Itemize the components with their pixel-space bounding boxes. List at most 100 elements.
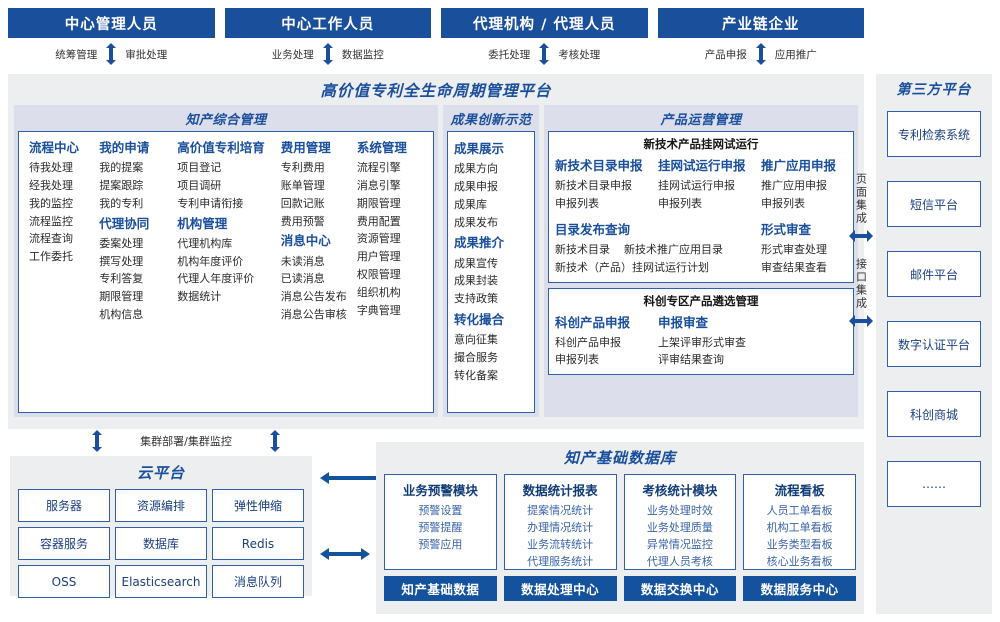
menu-item[interactable]: 费用预警 xyxy=(280,214,325,228)
kdb-item[interactable]: 预警提醒 xyxy=(418,521,463,535)
cloud-cell-0[interactable]: 服务器 xyxy=(18,489,110,522)
third-party-item-4[interactable]: 科创商城 xyxy=(887,391,981,437)
kdb-item[interactable]: 代理服务统计 xyxy=(527,555,594,569)
menu-item[interactable]: 申报列表 xyxy=(658,196,702,210)
menu-item[interactable]: 撮合服务 xyxy=(454,350,498,364)
menu-item[interactable]: 成果发布 xyxy=(454,215,498,229)
menu-item[interactable]: 期限管理 xyxy=(99,290,144,304)
menu-item[interactable]: 费用配置 xyxy=(356,214,401,228)
menu-item[interactable]: 资源管理 xyxy=(356,232,401,246)
kdb-item[interactable]: 办理情况统计 xyxy=(527,521,594,535)
menu-item[interactable]: 成果方向 xyxy=(454,162,498,176)
menu-item[interactable]: 意向征集 xyxy=(454,333,498,347)
menu-item[interactable]: 项目调研 xyxy=(177,178,222,192)
menu-item[interactable]: 消息公告发布 xyxy=(280,290,347,304)
kdb-item[interactable]: 业务类型看板 xyxy=(766,538,833,552)
menu-item[interactable]: 项目登记 xyxy=(177,161,222,175)
menu-item[interactable]: 新技术目录 xyxy=(555,242,610,256)
kdb-footer-2[interactable]: 数据交换中心 xyxy=(623,576,737,601)
kdb-item[interactable]: 业务处理时效 xyxy=(646,504,713,517)
kdb-footer-0[interactable]: 知产基础数据 xyxy=(384,576,497,601)
cloud-cell-4[interactable]: 数据库 xyxy=(115,527,207,560)
cloud-cell-6[interactable]: OSS xyxy=(18,565,110,598)
menu-item[interactable]: 形式审查处理 xyxy=(761,242,827,256)
chanpin-sub-box-0: 新技术产品挂网试运行新技术目录申报新技术目录申报申报列表挂网试运行申报挂网试运行… xyxy=(548,131,854,283)
kdb-item[interactable]: 异常情况监控 xyxy=(646,538,713,552)
cloud-cell-1[interactable]: 资源编排 xyxy=(115,489,207,522)
menu-item[interactable]: 上架评审形式审查 xyxy=(658,335,746,349)
menu-item[interactable]: 成果库 xyxy=(454,197,487,211)
menu-item[interactable]: 申报列表 xyxy=(761,196,805,210)
kdb-item[interactable]: 代理人员考核 xyxy=(646,555,713,569)
menu-item[interactable]: 成果封装 xyxy=(454,274,498,288)
cloud-cell-2[interactable]: 弹性伸缩 xyxy=(212,489,304,522)
menu-item[interactable]: 挂网试运行申报 xyxy=(658,179,735,193)
third-party-item-2[interactable]: 邮件平台 xyxy=(887,251,981,297)
menu-item[interactable]: 我的专利 xyxy=(99,196,144,210)
menu-item[interactable]: 数据统计 xyxy=(177,290,222,304)
kdb-item[interactable]: 业务流转统计 xyxy=(527,538,594,552)
menu-item[interactable]: 待我处理 xyxy=(29,161,73,175)
kdb-footer-3[interactable]: 数据服务中心 xyxy=(743,576,856,601)
cloud-cell-3[interactable]: 容器服务 xyxy=(18,527,110,560)
menu-item[interactable]: 专利申请衔接 xyxy=(177,196,244,210)
menu-item[interactable]: 专利费用 xyxy=(280,161,325,175)
menu-item[interactable]: 经我处理 xyxy=(29,178,73,192)
menu-item[interactable]: 审查结果查看 xyxy=(761,260,827,274)
menu-item[interactable]: 机构信息 xyxy=(99,307,144,321)
kdb-item[interactable]: 核心业务看板 xyxy=(766,555,833,569)
kdb-item[interactable]: 业务处理质量 xyxy=(646,521,713,535)
menu-item[interactable]: 转化备案 xyxy=(454,368,498,382)
menu-item[interactable]: 回款记账 xyxy=(280,196,325,210)
menu-item[interactable]: 用户管理 xyxy=(356,250,401,264)
menu-item[interactable]: 权限管理 xyxy=(356,268,401,281)
menu-item[interactable]: 我的提案 xyxy=(99,161,144,175)
menu-item[interactable]: 消息引擎 xyxy=(356,178,401,192)
kdb-footer-1[interactable]: 数据处理中心 xyxy=(503,576,617,601)
menu-item[interactable]: 流程查询 xyxy=(29,232,73,246)
chanpin-sub-box-1: 科创专区产品遴选管理科创产品申报科创产品申报申报列表申报审查上架评审形式审查评审… xyxy=(548,287,854,376)
menu-item[interactable]: 支持政策 xyxy=(454,292,498,306)
menu-item[interactable]: 机构年度评价 xyxy=(177,254,244,268)
menu-item[interactable]: 消息公告审核 xyxy=(280,307,347,321)
kdb-item[interactable]: 人员工单看板 xyxy=(766,504,833,517)
menu-item[interactable]: 评审结果查询 xyxy=(658,353,724,367)
menu-item[interactable]: 流程监控 xyxy=(29,214,73,228)
menu-item[interactable]: 推广应用申报 xyxy=(761,179,827,193)
menu-item[interactable]: 工作委托 xyxy=(29,250,73,264)
menu-item[interactable]: 期限管理 xyxy=(356,196,401,210)
kdb-item[interactable]: 预警应用 xyxy=(418,538,463,552)
menu-item[interactable]: 代理机构库 xyxy=(177,236,233,250)
menu-item[interactable]: 撰写处理 xyxy=(99,254,144,268)
menu-item[interactable]: 成果申报 xyxy=(454,179,498,193)
kdb-item[interactable]: 预警设置 xyxy=(418,504,463,517)
kdb-item[interactable]: 机构工单看板 xyxy=(766,521,833,535)
menu-item[interactable]: 账单管理 xyxy=(280,178,325,192)
role-actions-3: 产品申报应用推广 xyxy=(658,38,865,70)
third-party-item-1[interactable]: 短信平台 xyxy=(887,181,981,227)
cloud-cell-7[interactable]: Elasticsearch xyxy=(115,565,207,598)
menu-item[interactable]: 流程引擎 xyxy=(356,161,401,175)
kdb-item[interactable]: 提案情况统计 xyxy=(527,504,594,517)
menu-item[interactable]: 申报列表 xyxy=(555,353,599,367)
menu-item[interactable]: 新技术（产品）挂网试运行计划 xyxy=(555,260,709,274)
menu-item[interactable]: 科创产品申报 xyxy=(555,335,621,349)
menu-item[interactable]: 新技术推广应用目录 xyxy=(624,242,723,256)
menu-item[interactable]: 我的监控 xyxy=(29,196,73,210)
menu-item[interactable]: 字典管理 xyxy=(356,303,401,317)
menu-item[interactable]: 新技术目录申报 xyxy=(555,179,632,193)
third-party-item-5[interactable]: …… xyxy=(887,461,981,507)
menu-item[interactable]: 未读消息 xyxy=(280,254,325,268)
menu-item[interactable]: 已读消息 xyxy=(280,272,325,286)
menu-item[interactable]: 组织机构 xyxy=(356,285,401,299)
third-party-item-3[interactable]: 数字认证平台 xyxy=(887,321,981,367)
cloud-cell-5[interactable]: Redis xyxy=(212,527,304,560)
menu-item[interactable]: 成果宣传 xyxy=(454,256,498,270)
menu-item[interactable]: 提案跟踪 xyxy=(99,178,144,192)
third-party-item-0[interactable]: 专利检索系统 xyxy=(887,111,981,157)
menu-item[interactable]: 专利答复 xyxy=(99,272,144,286)
menu-item[interactable]: 委案处理 xyxy=(99,236,144,250)
cloud-cell-8[interactable]: 消息队列 xyxy=(212,565,304,598)
menu-item[interactable]: 申报列表 xyxy=(555,196,599,210)
menu-item[interactable]: 代理人年度评价 xyxy=(177,272,255,286)
